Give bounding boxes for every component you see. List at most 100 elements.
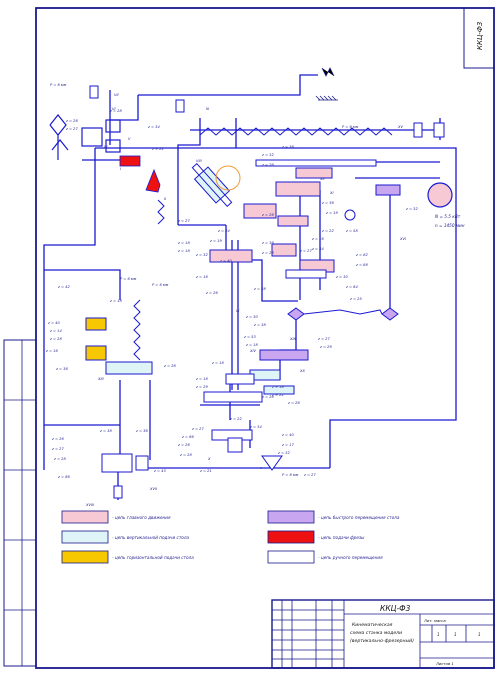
lead-screws [133,127,393,361]
title-block [271,599,495,669]
gear-label: z = 40 [219,259,232,263]
gear-label: z = 18 [177,241,190,245]
gear-label: z = 26 [51,437,64,441]
legend-swatch [61,550,109,564]
stamp-sheets-label: Листов 1 [435,661,454,666]
shaft-number: XVII [149,487,157,491]
gear-label: z = 28 [49,337,62,341]
gear-label: z = 19 [209,239,222,243]
left-control-diamond [287,307,305,321]
gear-label: z = 26 [261,395,274,399]
gear-label: z = 18 [109,299,122,303]
gear-label: z = 26 [261,213,274,217]
legend-label: - цепь ручного перемещения [318,555,383,560]
stamp-title-line2: схема станка модели [350,631,402,636]
right-control-diamond [381,307,399,321]
gear-label: z = 28 [109,109,122,113]
legend-swatch [61,530,109,544]
gear-label: z = 22 [229,417,242,421]
gear-label: z = 27 [65,127,78,131]
gear-label: z = 30 [245,315,258,319]
gear-label: z = 26 [205,291,218,295]
stamp-lit-label: Лит. масса [423,618,446,623]
gear-label: z = 16 [45,349,58,353]
gear-label: z = 28 [261,251,274,255]
gear-label: z = 38 [253,323,266,327]
gear-label: z = 40 [47,321,60,325]
gear-label: z = 36 [135,429,148,433]
red-cam [145,168,161,193]
drawing-frame [35,7,495,669]
shaft-number: VII [114,93,119,97]
shaft-number: XIV [249,349,257,353]
gear-label: z = 22 [321,229,334,233]
shaft-number: XV [397,125,403,129]
shaft-number: VIII [196,159,202,163]
shaft-number: XVI [399,237,406,241]
legend: - цепь главного движения- цепь вертикаль… [61,510,400,564]
gear-label: z = 64 [345,285,358,289]
gear-label: z = 18 [271,385,284,389]
gear-label: z = 14 [49,329,62,333]
gear-label: z = 29 [319,345,332,349]
stamp-cell: 1 [478,632,481,637]
motor [427,182,453,208]
orange-arc [215,165,241,191]
gear-label: z = 21 [199,469,212,473]
stamp-title-line3: (вертикально-фрезерный) [350,638,414,644]
shaft-number: XIX [289,337,297,341]
gear-label: z = 38 [99,429,112,433]
gear-label: z = 28 [253,287,266,291]
gear-label: P = 6 мм [50,83,67,87]
gear-label: z = 88 [355,263,368,267]
gear-label: z = 18 [177,249,190,253]
gear-label: z = 86 [57,475,70,479]
gear-label: z = 26 [65,119,78,123]
gear-label: z = 34 [249,425,262,429]
gear-label: z = 25 [349,297,362,301]
gear-label: z = 18 [245,343,258,347]
gear-label: z = 36 [261,241,274,245]
gear-label: z = 32 [195,253,208,257]
gear-label: z = 16 [195,275,208,279]
legend-swatch [267,550,315,564]
main-gearbox [209,159,401,279]
shaft-number: X [207,457,211,461]
legend-label: - цепь горизонтальной подачи стола [112,555,194,560]
shaft-number: XII [319,177,325,181]
gear-label: z = 26 [261,163,274,167]
shaft-number: VI [112,107,116,111]
shaft-number: III [206,107,209,111]
gear-label: z = 26 [163,364,176,368]
gear-label: z = 43 [153,469,166,473]
gear-label: z = 27 [191,427,204,431]
gear-label: z = 53 [243,335,256,339]
gear-label: z = 26 [287,401,300,405]
legend-swatch [61,510,109,524]
shaft-number: IX [236,309,240,313]
gear-label: z = 17 [281,443,294,447]
gear-label: z = 82 [355,253,368,257]
shaft-number: XIII [97,377,104,381]
gear-label: z = 66 [181,435,194,439]
legend-swatch [267,510,315,524]
dimension-labels: P = 6 мм z = 26 z = 27 z = 28 z = 34 z = 22 P … [45,83,418,507]
gear-label: P = 6 мм [282,473,299,477]
legend-label: - цепь быстрого перемещения стола [318,515,400,520]
gear-label: z = 40 [281,433,294,437]
gear-label: z = 36 [281,145,294,149]
gear-label: z = 16 [311,237,324,241]
gear-label: z = 26 [177,443,190,447]
gear-label: z = 30 [335,275,348,279]
gear-label: z = 36 [55,367,68,371]
ground-hatch [315,67,338,101]
gear-label: z = 42 [57,285,70,289]
inclined-gear-assembly [191,162,233,208]
sheet-code-rotated: ККЦ-Ф3 [476,22,484,50]
motor-speed: n = 1450 мин [435,223,465,228]
shaft-number: XX [299,369,305,373]
stamp-code: ККЦ-Ф3 [380,604,411,613]
stamp-cell: 1 [437,632,440,637]
